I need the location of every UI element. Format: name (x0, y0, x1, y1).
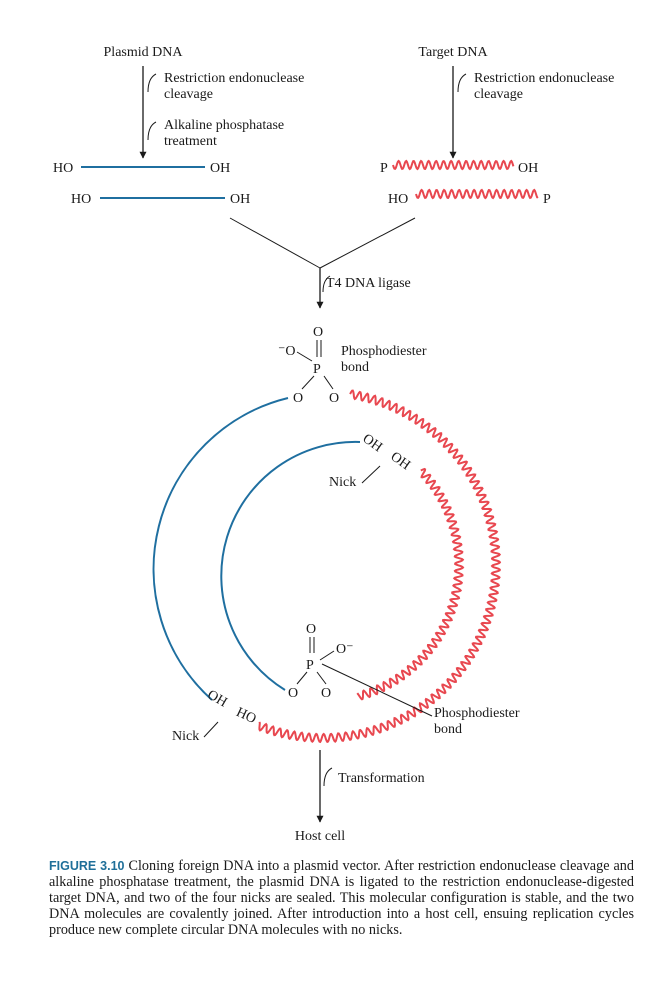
phosphodiester-top-label: Phosphodiester bond (341, 344, 430, 375)
nick-pointer-bottom (203, 721, 219, 738)
inner-nick-oh-2: OH (388, 449, 413, 473)
top-phosphate-ominus: ⁻O (278, 344, 296, 359)
plasmid-strand1-ho: HO (53, 161, 73, 176)
plasmid-strand2-oh: OH (230, 192, 250, 207)
restriction-right-bracket (457, 73, 467, 93)
bottom-phosphate-p: P (306, 658, 314, 673)
transformation-bracket (323, 767, 333, 787)
merge-line-left (229, 217, 321, 269)
target-inner-arc (356, 467, 465, 701)
inner-nick-oh-1: OH (360, 431, 385, 455)
nick-pointer-top (361, 465, 381, 484)
plasmid-strand2-ho: HO (71, 192, 91, 207)
bottom-phosphate-o: O (306, 622, 316, 637)
outer-nick-ho: HO (234, 705, 259, 727)
host-cell-label: Host cell (295, 829, 345, 844)
bottom-bond-down-left (296, 671, 308, 685)
restriction-left-bracket (147, 73, 157, 93)
alkaline-label: Alkaline phosphatase treatment (164, 118, 288, 149)
plasmid-inner-arc (220, 440, 361, 691)
bottom-single-bond-right (319, 650, 335, 661)
target-outer-arc (258, 389, 502, 744)
phosphodiester-bottom-pointer (321, 663, 433, 717)
target-dna-label: Target DNA (418, 45, 488, 60)
target-strand2 (415, 188, 539, 200)
bottom-bond-down-right (316, 671, 327, 685)
target-strand2-p: P (543, 192, 551, 207)
outer-nick-oh: OH (204, 687, 229, 710)
top-bond-down-left (301, 375, 315, 390)
top-bond-down-right (323, 375, 334, 390)
merge-line-right (319, 217, 416, 269)
plasmid-outer-arc (152, 397, 289, 701)
caption-text: Cloning foreign DNA into a plasmid vecto… (49, 858, 634, 938)
bottom-phosphate-ominus: O⁻ (336, 642, 354, 657)
figure-label: FIGURE 3.10 (49, 859, 125, 873)
target-strand1 (392, 159, 515, 171)
top-phosphate-o: O (313, 325, 323, 340)
alkaline-bracket (147, 121, 157, 141)
bottom-phosphate-o-left: O (288, 686, 298, 701)
plasmid-dna-label: Plasmid DNA (104, 45, 184, 60)
nick-label-top: Nick (329, 475, 356, 490)
ligase-bracket (322, 275, 331, 293)
plasmid-strand1-oh: OH (210, 161, 230, 176)
restriction-left-label: Restriction endonuclease cleavage (164, 71, 308, 102)
restriction-right-label: Restriction endonuclease cleavage (474, 71, 618, 102)
target-strand1-p: P (380, 161, 388, 176)
target-strand1-oh: OH (518, 161, 538, 176)
phosphodiester-bottom-label: Phosphodiester bond (434, 706, 523, 737)
nick-label-bottom: Nick (172, 729, 199, 744)
bottom-phosphate-o-right: O (321, 686, 331, 701)
ligase-label: T4 DNA ligase (326, 276, 411, 291)
cloning-diagram: Plasmid DNA Restriction endonuclease cle… (53, 45, 618, 844)
transformation-label: Transformation (338, 771, 425, 786)
top-phosphate-o-right: O (329, 391, 339, 406)
top-phosphate-o-left: O (293, 391, 303, 406)
target-strand2-ho: HO (388, 192, 408, 207)
top-phosphate-p: P (313, 362, 321, 377)
top-single-bond-left (296, 351, 313, 362)
